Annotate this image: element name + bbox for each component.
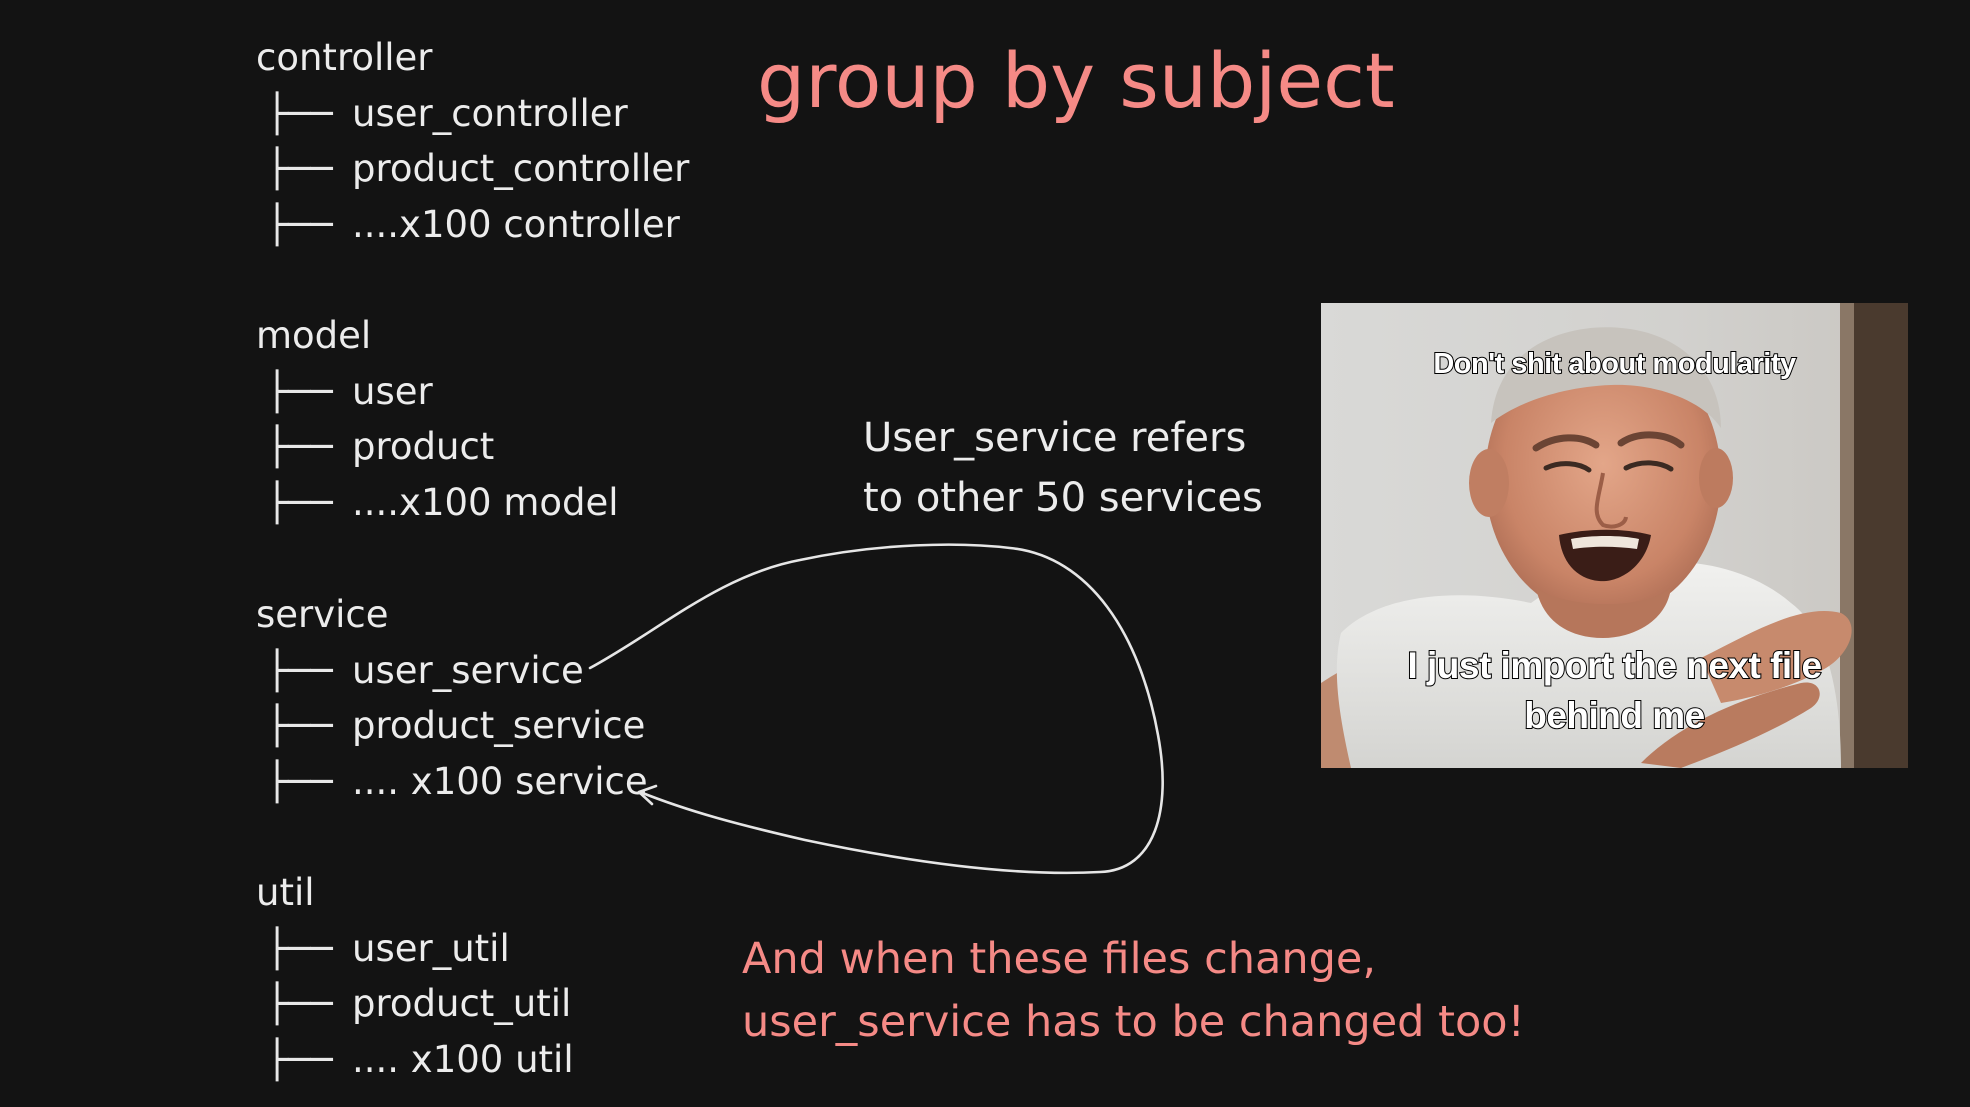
folder-controller: controller [256, 36, 433, 79]
tree-item: ├── user_util [256, 921, 574, 977]
branch-connector: ├── [266, 147, 333, 191]
folder-tree: util ├── user_util ├── product_util ├──...… [256, 865, 574, 1088]
loop-arrow-path [588, 543, 1164, 875]
file-more-models: ....x100 model [352, 481, 619, 525]
folder-tree: service ├── user_service ├── product_servi… [256, 587, 648, 810]
tree-item: ├── ....x100 controller [256, 197, 689, 253]
folder-model: model [256, 314, 372, 357]
branch-connector: ├── [266, 203, 333, 247]
branch-connector: ├── [266, 91, 333, 135]
tree-item: ├── product_controller [256, 141, 689, 197]
branch-connector: ├── [266, 704, 333, 748]
tree-item: ├── user_service [256, 643, 648, 699]
tree-item: ├── product_service [256, 698, 648, 754]
folder-tree: model ├── user ├── product ├── ....x100 mod… [256, 308, 619, 531]
meme-caption-top: Don't shit about modularity [1432, 347, 1797, 381]
callout-line-1: And when these files change, [742, 934, 1376, 984]
note-line-1: User_service refers [863, 415, 1247, 461]
file-more-controllers: ....x100 controller [352, 203, 680, 247]
branch-connector: ├── [266, 369, 333, 413]
meme-caption-bottom-line-2: behind me [1523, 694, 1706, 737]
meme-photo [1321, 303, 1908, 768]
file-user-model: user [352, 369, 433, 413]
branch-connector: ├── [266, 1038, 333, 1082]
tree-item: ├── .... x100 util [256, 1032, 574, 1088]
file-product-controller: product_controller [352, 147, 690, 191]
folder-service: service [256, 593, 389, 636]
meme-image: Don't shit about modularity I just impor… [1321, 303, 1908, 768]
callout-line-2: user_service has to be changed too! [742, 997, 1525, 1047]
tree-item: ├── product [256, 419, 619, 475]
branch-connector: ├── [266, 926, 333, 970]
tree-item: ├── user_controller [256, 86, 689, 142]
file-more-services: .... x100 service [352, 760, 648, 804]
tree-item: ├── user [256, 364, 619, 420]
file-product-model: product [352, 425, 495, 469]
branch-connector: ├── [266, 760, 333, 804]
file-product-service: product_service [352, 704, 646, 748]
meme-caption-bottom: I just import the next file behind me [1321, 641, 1908, 741]
file-user-controller: user_controller [352, 91, 628, 135]
tree-item: ├── .... x100 service [256, 754, 648, 810]
branch-connector: ├── [266, 425, 333, 469]
file-user-util: user_util [352, 926, 510, 970]
branch-connector: ├── [266, 648, 333, 692]
note-line-2: to other 50 services [863, 475, 1263, 521]
change-callout: And when these files change, user_servic… [742, 928, 1525, 1054]
meme-caption-bottom-line-1: I just import the next file [1406, 644, 1823, 687]
branch-connector: ├── [266, 481, 333, 525]
arrow-head-icon [637, 784, 658, 806]
folder-util: util [256, 871, 315, 914]
file-user-service: user_service [352, 648, 584, 692]
tree-item: ├── product_util [256, 976, 574, 1032]
file-more-utils: .... x100 util [352, 1038, 574, 1082]
branch-connector: ├── [266, 982, 333, 1026]
tree-item: ├── ....x100 model [256, 475, 619, 531]
file-product-util: product_util [352, 982, 572, 1026]
reference-note: User_service refers to other 50 services [863, 408, 1263, 528]
folder-tree: controller ├── user_controller ├── product… [256, 30, 689, 253]
slide-title: group by subject [757, 36, 1395, 125]
